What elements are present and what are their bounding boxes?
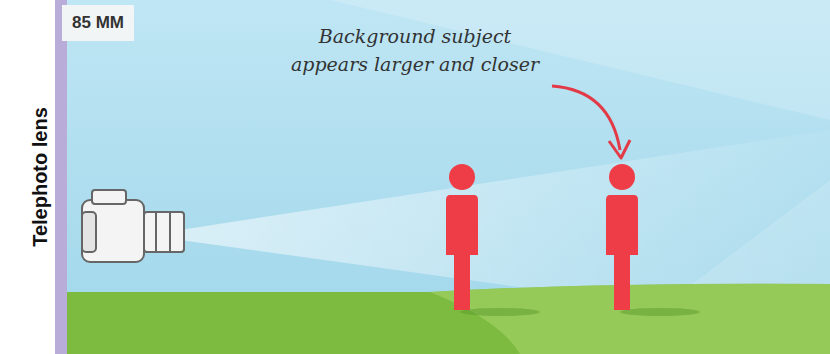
sky <box>67 0 830 354</box>
side-bar <box>55 0 67 354</box>
pointer-arrowhead <box>609 140 630 158</box>
camera <box>82 190 184 262</box>
ground <box>67 284 830 354</box>
shadow <box>620 308 700 316</box>
side-title: Telephoto lens <box>29 107 52 247</box>
pointer-arrow <box>552 86 620 150</box>
background-person <box>606 164 638 310</box>
focal-length-box: 85 MM <box>62 5 134 41</box>
shadow <box>460 308 540 316</box>
focal-length: 85 MM <box>72 13 124 33</box>
foreground-person <box>446 164 478 310</box>
annotation: Background subject appears larger and cl… <box>285 22 545 78</box>
